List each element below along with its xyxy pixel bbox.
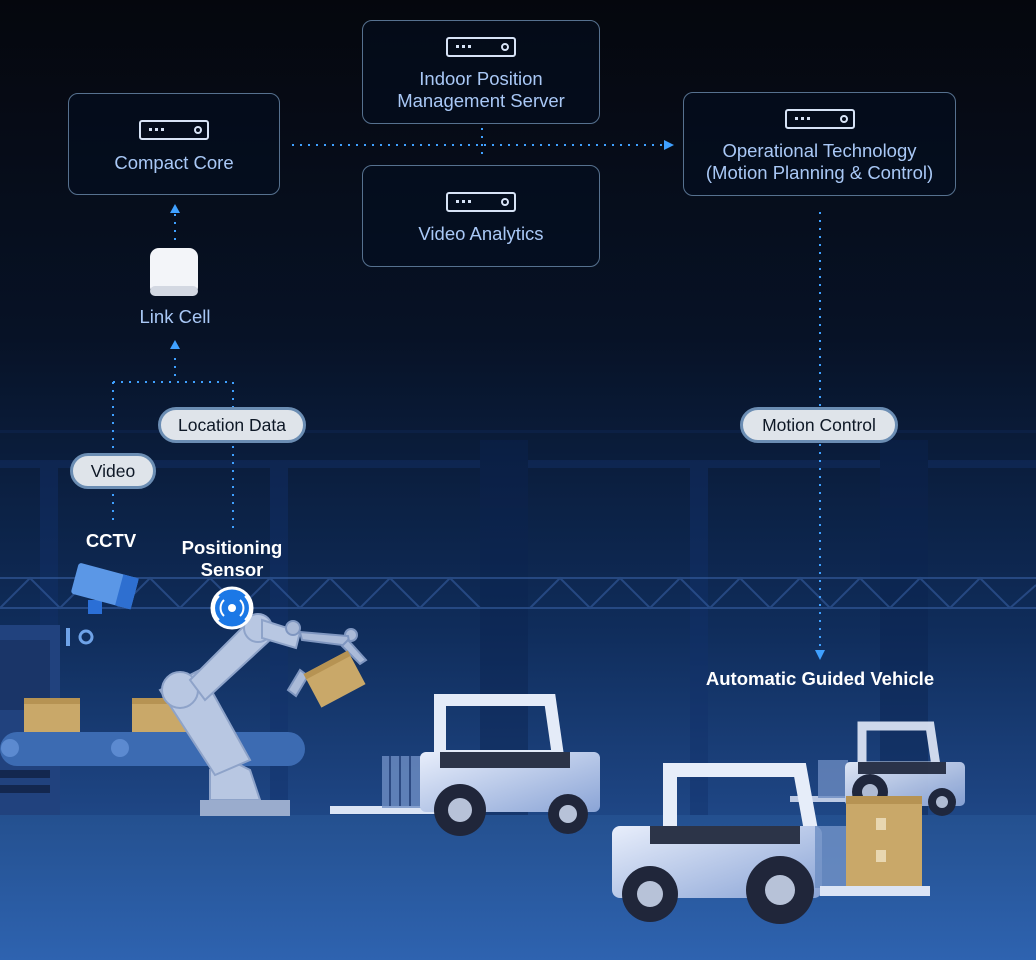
node-video-analytics: Video Analytics: [362, 165, 600, 267]
server-icon: [446, 192, 516, 212]
node-indoor-position-server: Indoor Position Management Server: [362, 20, 600, 124]
forklift-agv: [612, 763, 930, 924]
forklift-center: [330, 694, 600, 836]
link-cell-label: Link Cell: [139, 306, 211, 327]
device-label-cctv: CCTV: [85, 530, 137, 551]
node-video-analytics-label: Video Analytics: [418, 223, 544, 244]
edge-label-location-data: Location Data: [158, 407, 306, 443]
server-icon: [446, 37, 516, 57]
edge-label-motion-control: Motion Control: [740, 407, 898, 443]
node-compact-core-label: Compact Core: [114, 152, 234, 173]
node-operational-technology-label: Operational Technology (Motion Planning …: [705, 140, 934, 183]
node-compact-core: Compact Core: [68, 93, 280, 195]
node-indoor-position-server-label: Indoor Position Management Server: [397, 68, 565, 111]
server-icon: [784, 109, 855, 129]
device-label-agv: Automatic Guided Vehicle: [705, 668, 935, 689]
device-label-positioning-sensor: Positioning Sensor: [181, 537, 283, 580]
cctv-camera: [71, 563, 139, 614]
server-icon: [139, 120, 209, 140]
positioning-sensor-icon: [210, 586, 254, 630]
edge-label-video: Video: [70, 453, 156, 489]
machine-knob: [78, 629, 94, 645]
node-operational-technology: Operational Technology (Motion Planning …: [683, 92, 956, 196]
arrowheads: [170, 140, 825, 660]
forklift-back: [790, 721, 965, 816]
link-cell-device: [150, 248, 198, 296]
